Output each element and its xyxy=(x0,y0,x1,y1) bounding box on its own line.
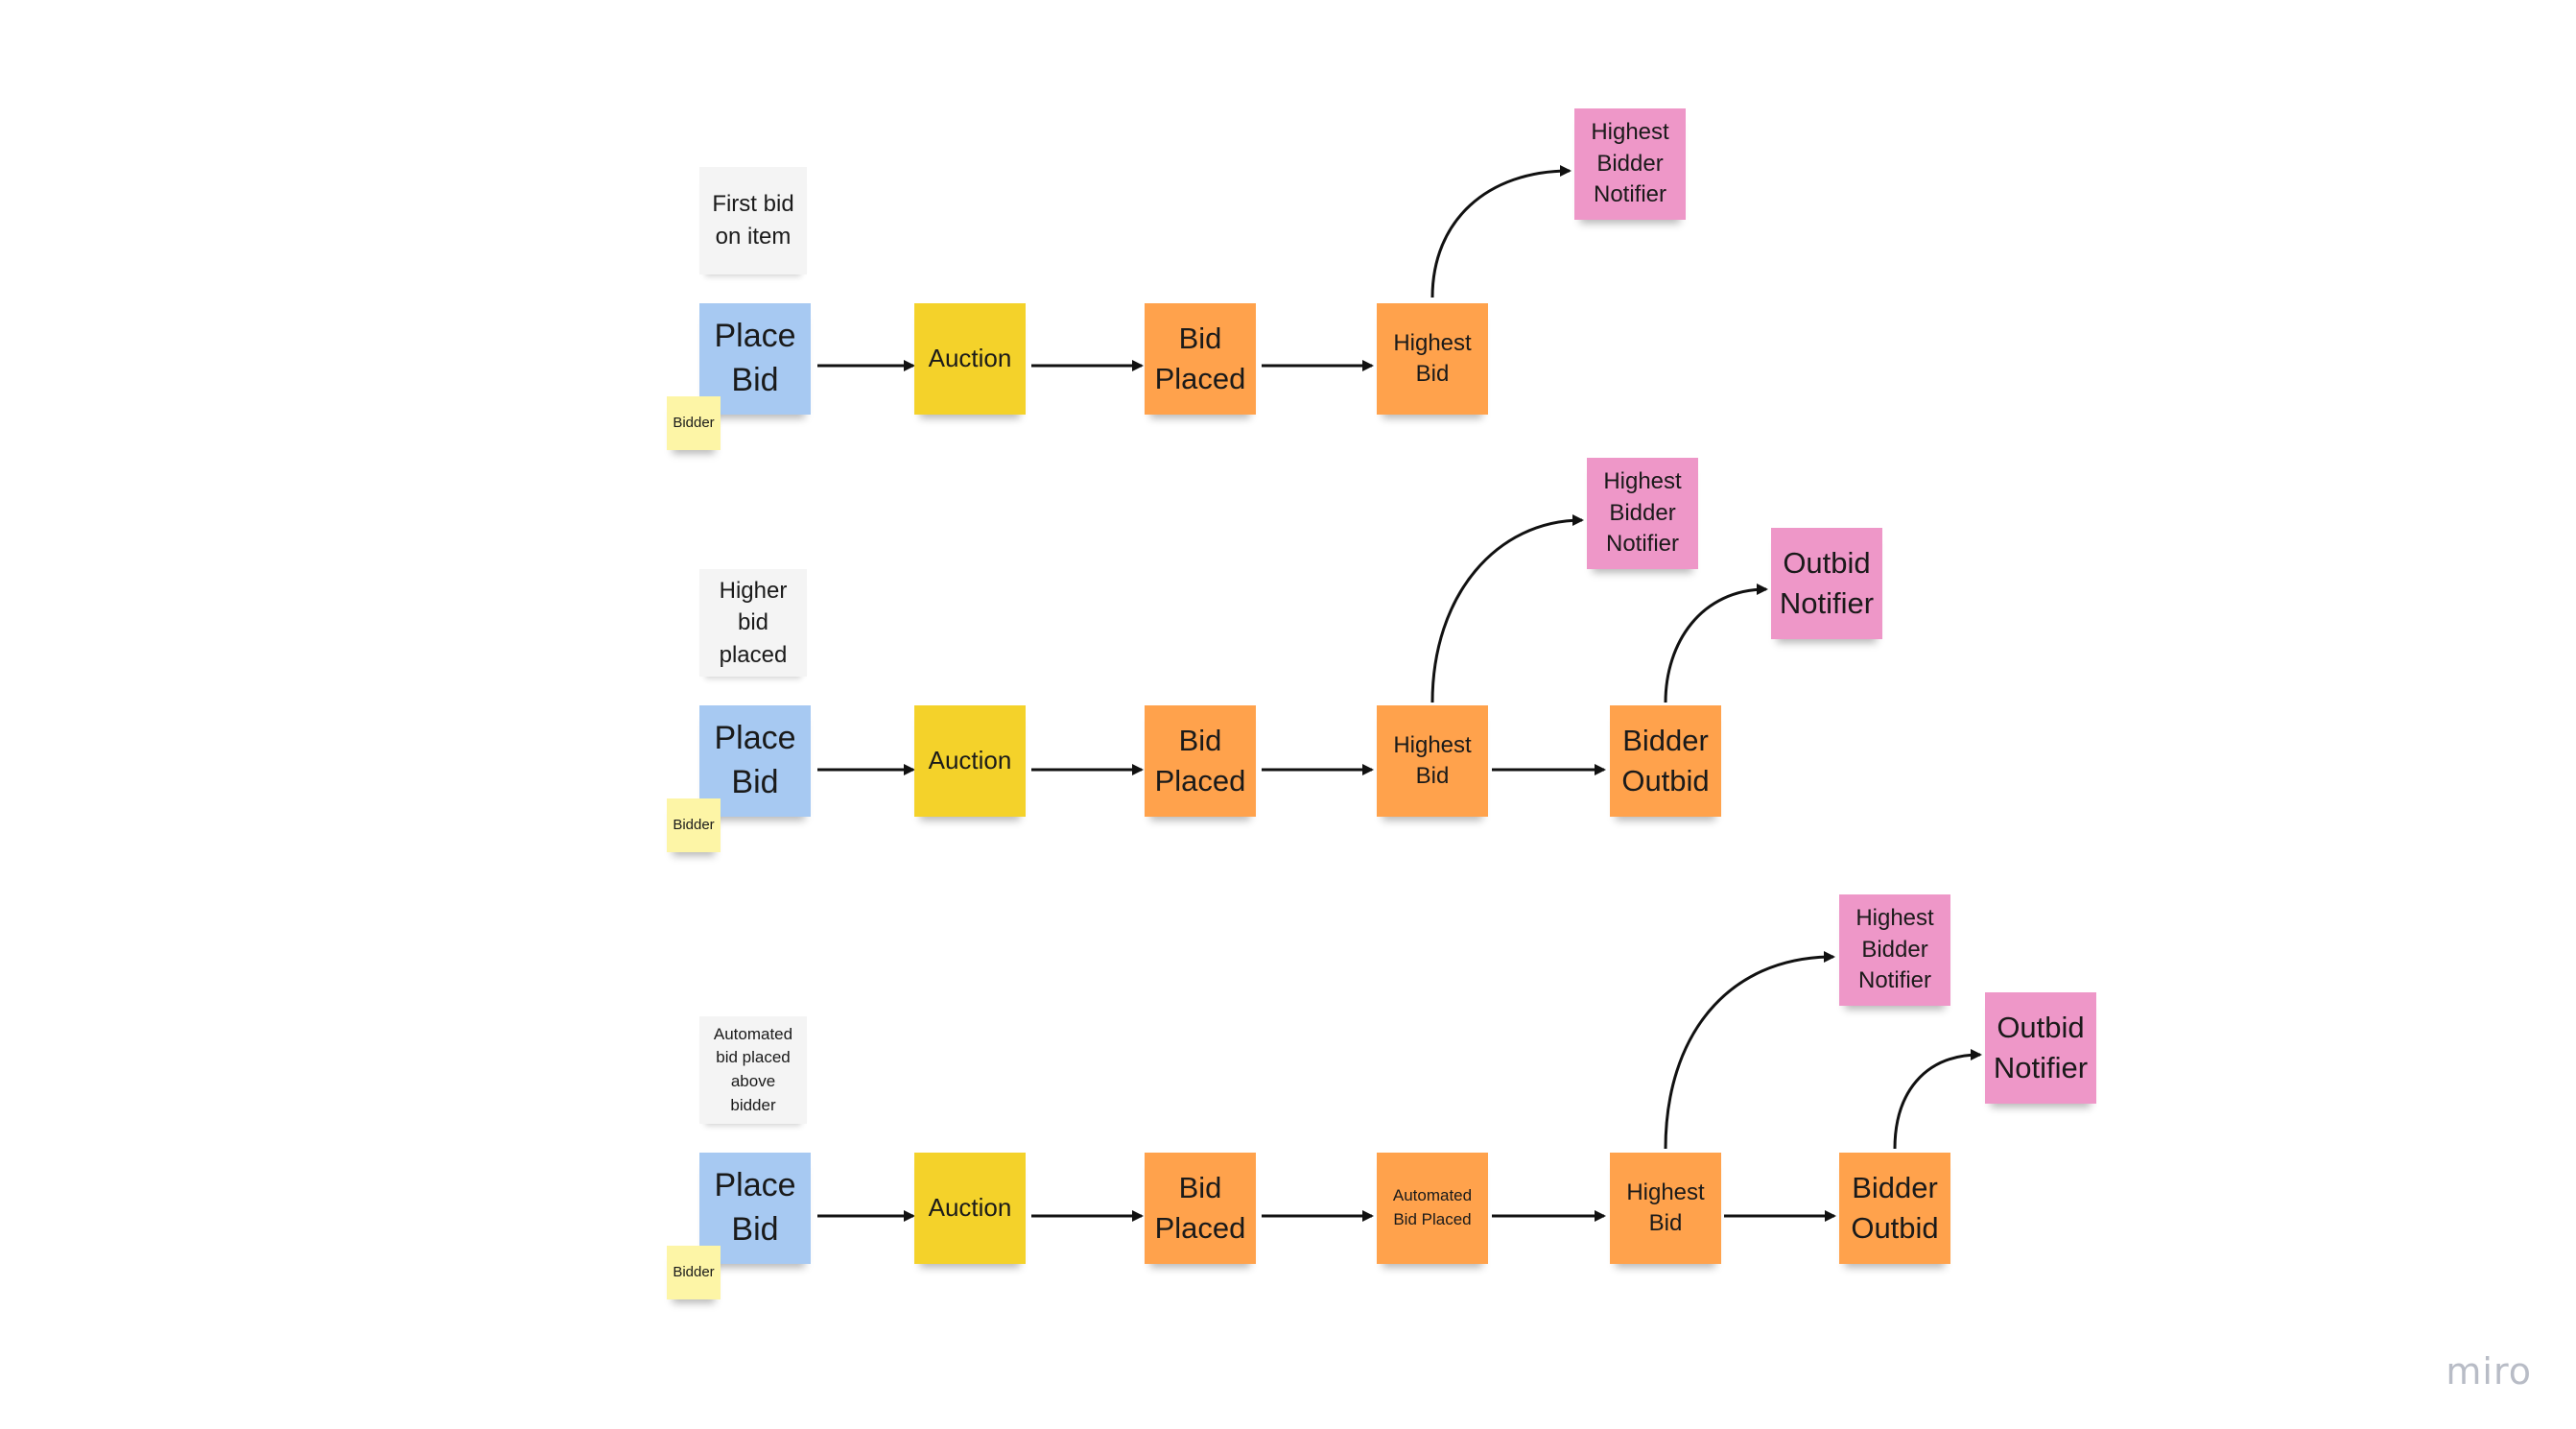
row2-auction-aggregate: Auction xyxy=(914,705,1026,817)
row1-bidder-actor: Bidder xyxy=(667,396,721,450)
row2-highest-bidder-notifier-policy: Highest Bidder Notifier xyxy=(1587,458,1698,569)
arrow-r2-outbid-to-notifier xyxy=(1664,584,1768,703)
row3-outbid-notifier-policy: Outbid Notifier xyxy=(1985,992,2096,1104)
row3-context-note: Automated bid placed above bidder xyxy=(699,1016,807,1124)
row1-auction-aggregate: Auction xyxy=(914,303,1026,415)
row2-bidder-outbid-event: Bidder Outbid xyxy=(1610,705,1721,817)
row3-highest-bidder-notifier-policy: Highest Bidder Notifier xyxy=(1839,894,1950,1006)
row2-place-bid-command: Place Bid xyxy=(699,705,811,817)
row2-outbid-notifier-policy: Outbid Notifier xyxy=(1771,528,1882,639)
row2-highest-bid-event: Highest Bid xyxy=(1377,705,1488,817)
arrow-r2-highest-to-notifier xyxy=(1430,514,1584,703)
row1-highest-bid-event: Highest Bid xyxy=(1377,303,1488,415)
row3-automated-bid-placed-event: Automated Bid Placed xyxy=(1377,1153,1488,1264)
row1-context-note: First bid on item xyxy=(699,167,807,274)
row2-bid-placed-event: Bid Placed xyxy=(1145,705,1256,817)
row1-place-bid-command: Place Bid xyxy=(699,303,811,415)
row3-auction-aggregate: Auction xyxy=(914,1153,1026,1264)
row3-bidder-actor: Bidder xyxy=(667,1246,721,1299)
arrow-r3-outbid-to-notifier xyxy=(1893,1049,1982,1150)
miro-watermark-logo: miro xyxy=(2446,1350,2532,1393)
row3-bid-placed-event: Bid Placed xyxy=(1145,1153,1256,1264)
row1-highest-bidder-notifier-policy: Highest Bidder Notifier xyxy=(1574,108,1686,220)
row1-bid-placed-event: Bid Placed xyxy=(1145,303,1256,415)
arrow-r1-highest-to-notifier xyxy=(1430,165,1572,298)
arrow-r3-highest-to-notifier xyxy=(1664,951,1835,1150)
row3-highest-bid-event: Highest Bid xyxy=(1610,1153,1721,1264)
row3-bidder-outbid-event: Bidder Outbid xyxy=(1839,1153,1950,1264)
row3-place-bid-command: Place Bid xyxy=(699,1153,811,1264)
row2-bidder-actor: Bidder xyxy=(667,798,721,852)
row2-context-note: Higher bid placed xyxy=(699,569,807,677)
